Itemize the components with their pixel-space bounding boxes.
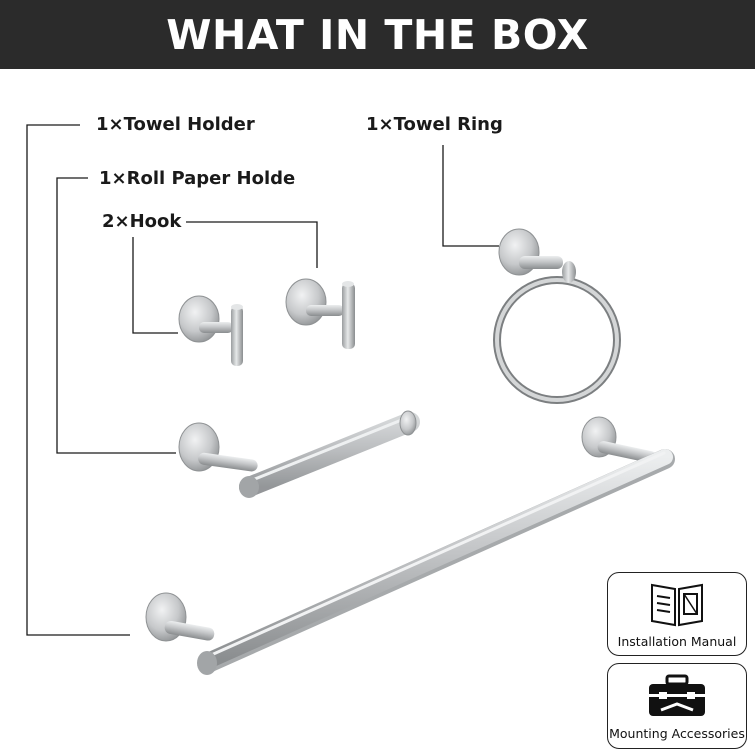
label-towel-holder: 1×Towel Holder — [96, 114, 255, 135]
hook-leader-right — [186, 221, 318, 268]
towel-ring-leader — [442, 145, 499, 247]
hook-leader-left — [132, 237, 178, 334]
hook-left — [178, 295, 243, 366]
towel-ring — [493, 228, 621, 404]
installation-manual-card: Installation Manual — [607, 572, 747, 656]
label-hook: 2×Hook — [102, 211, 182, 232]
towel-holder-leader — [26, 124, 130, 636]
leader-lines — [26, 124, 499, 636]
roll-holder-leader — [56, 177, 176, 454]
mounting-accessories-label: Mounting Accessories — [609, 726, 745, 741]
toolbox-icon — [649, 674, 705, 716]
label-towel-ring: 1×Towel Ring — [366, 114, 503, 135]
mounting-accessories-card: Mounting Accessories — [607, 663, 747, 749]
label-roll-paper-holder: 1×Roll Paper Holde — [99, 168, 296, 189]
installation-manual-label: Installation Manual — [617, 634, 737, 649]
open-book-icon — [651, 583, 703, 627]
hook-right — [285, 278, 355, 349]
header-banner: WHAT IN THE BOX — [0, 0, 755, 69]
roll-paper-holder — [178, 410, 420, 498]
towel-holder — [145, 416, 675, 675]
page-title: WHAT IN THE BOX — [166, 10, 589, 59]
